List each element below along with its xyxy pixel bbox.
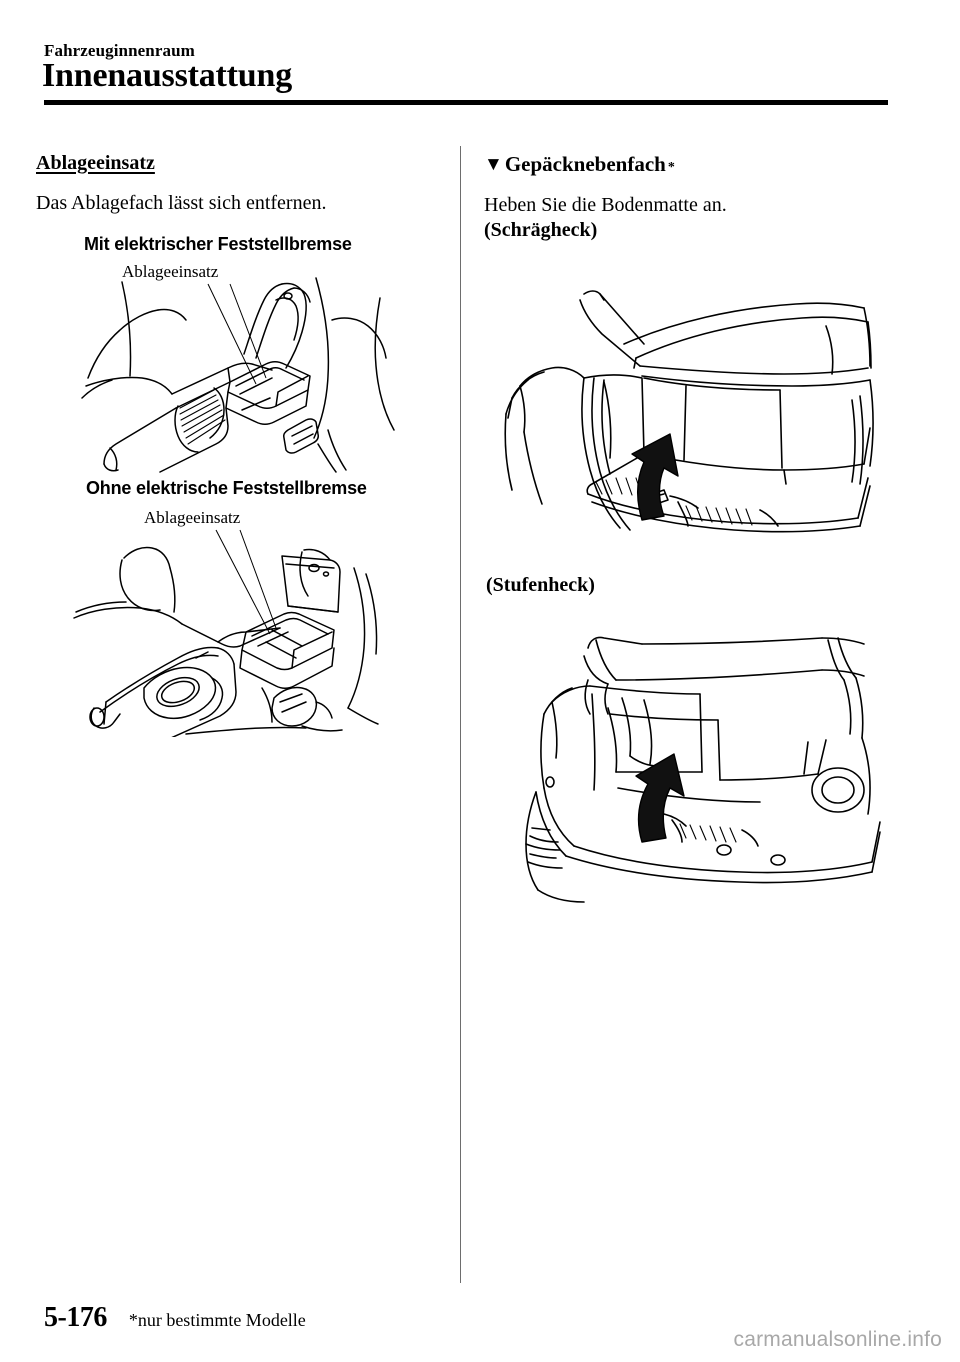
figure-center-console-electric-parking-brake: Ablageeinsatz: [80, 258, 410, 473]
left-column: Ablageeinsatz Das Ablagefach lässt sich …: [36, 152, 446, 217]
breadcrumb: Fahrzeuginnenraum: [44, 41, 195, 60]
column-divider: [460, 146, 461, 1283]
callout-ablageeinsatz-2: Ablageeinsatz: [144, 508, 241, 527]
right-column: ▼ Gepäcknebenfach * Heben Sie die Bodenm…: [484, 152, 904, 242]
section-heading-gepaecknebenfach: ▼ Gepäcknebenfach *: [484, 152, 675, 176]
sedan-trunk-illustration: [525, 636, 881, 903]
figure-center-console-manual-parking-brake: Ablageeinsatz: [66, 502, 416, 743]
watermark: carmanualsonline.info: [733, 1328, 942, 1351]
section-heading-text: Gepäcknebenfach: [504, 152, 666, 176]
figure-hatchback-cargo-area: [484, 278, 874, 563]
right-intro-text: Heben Sie die Bodenmatte an.: [484, 194, 727, 216]
section-heading-ablageeinsatz: Ablageeinsatz: [36, 152, 155, 174]
variant-label-schraegheck: (Schrägheck): [484, 218, 598, 241]
sub-heading-ohne-elektrische-feststellbremse: Ohne elektrische Feststellbremse: [86, 478, 367, 498]
header-rule: [44, 100, 888, 105]
triangle-marker-icon: ▼: [484, 154, 503, 175]
variant-label-stufenheck: (Stufenheck): [486, 574, 595, 596]
figure-sedan-trunk: [492, 622, 882, 907]
left-intro-text: Das Ablagefach lässt sich entfernen.: [36, 192, 327, 214]
center-console-manual-illustration: [73, 546, 379, 743]
hatchback-cargo-illustration: [504, 290, 874, 533]
page-number: 5-176: [44, 1302, 107, 1333]
page-footer: 5-176 *nur bestimmte Modelle: [44, 1302, 306, 1334]
callout-ablageeinsatz-1: Ablageeinsatz: [122, 262, 219, 281]
footnote: *nur bestimmte Modelle: [128, 1310, 306, 1330]
sub-heading-mit-elektrischer-feststellbremse: Mit elektrischer Feststellbremse: [84, 234, 352, 254]
lift-arrow-icon: [635, 753, 685, 843]
page-title: Innenausstattung: [42, 57, 293, 94]
lift-arrow-icon: [631, 433, 679, 521]
center-console-electric-illustration: [81, 277, 395, 473]
